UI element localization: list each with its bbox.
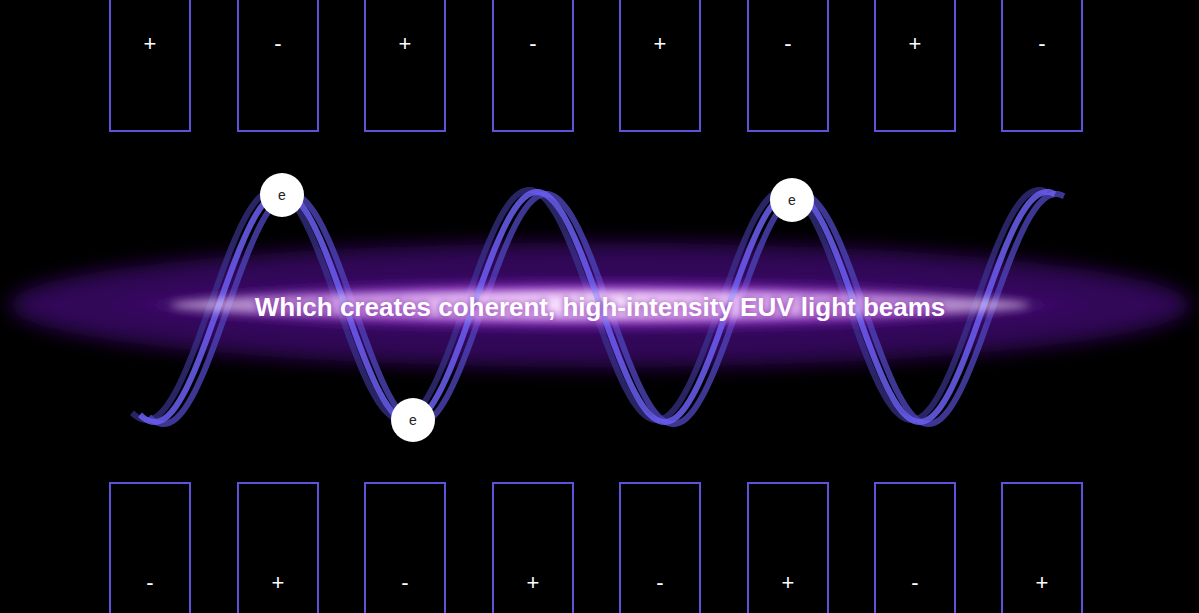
polarity-sign: -	[366, 571, 444, 595]
polarity-sign: +	[749, 571, 827, 595]
polarity-sign: -	[494, 32, 572, 56]
polarity-sign: -	[1003, 32, 1081, 56]
electron-path-shadow	[132, 190, 1047, 420]
electron-label: e	[409, 412, 417, 428]
magnet-block: +	[237, 482, 319, 613]
polarity-sign: +	[494, 571, 572, 595]
polarity-sign: +	[366, 32, 444, 56]
polarity-sign: +	[111, 32, 189, 56]
polarity-sign: -	[876, 571, 954, 595]
magnet-block: +	[1001, 482, 1083, 613]
magnet-block: -	[492, 0, 574, 132]
magnet-block: -	[1001, 0, 1083, 132]
magnet-block: +	[109, 0, 191, 132]
polarity-sign: +	[239, 571, 317, 595]
polarity-sign: +	[876, 32, 954, 56]
polarity-sign: -	[621, 571, 699, 595]
magnet-block: -	[874, 482, 956, 613]
magnet-block: +	[874, 0, 956, 132]
polarity-sign: -	[111, 571, 189, 595]
electron: e	[391, 398, 435, 442]
beam-band: Which creates coherent, high-intensity E…	[200, 262, 1000, 352]
electron-path-shadow	[149, 194, 1064, 424]
magnet-block: +	[492, 482, 574, 613]
polarity-sign: +	[1003, 571, 1081, 595]
euv-beam	[100, 275, 1100, 335]
electron-label: e	[788, 192, 796, 208]
electron: e	[770, 178, 814, 222]
electron-label: e	[278, 187, 286, 203]
polarity-sign: +	[621, 32, 699, 56]
magnet-block: -	[364, 482, 446, 613]
electron: e	[260, 173, 304, 217]
beam-halo	[10, 243, 1190, 367]
electron-path	[140, 192, 1055, 422]
magnet-block: -	[237, 0, 319, 132]
beam-caption: Which creates coherent, high-intensity E…	[255, 290, 946, 325]
magnet-block: +	[747, 482, 829, 613]
polarity-sign: -	[749, 32, 827, 56]
magnet-block: -	[619, 482, 701, 613]
magnet-block: +	[619, 0, 701, 132]
magnet-block: +	[364, 0, 446, 132]
magnet-block: -	[747, 0, 829, 132]
polarity-sign: -	[239, 32, 317, 56]
magnet-block: -	[109, 482, 191, 613]
